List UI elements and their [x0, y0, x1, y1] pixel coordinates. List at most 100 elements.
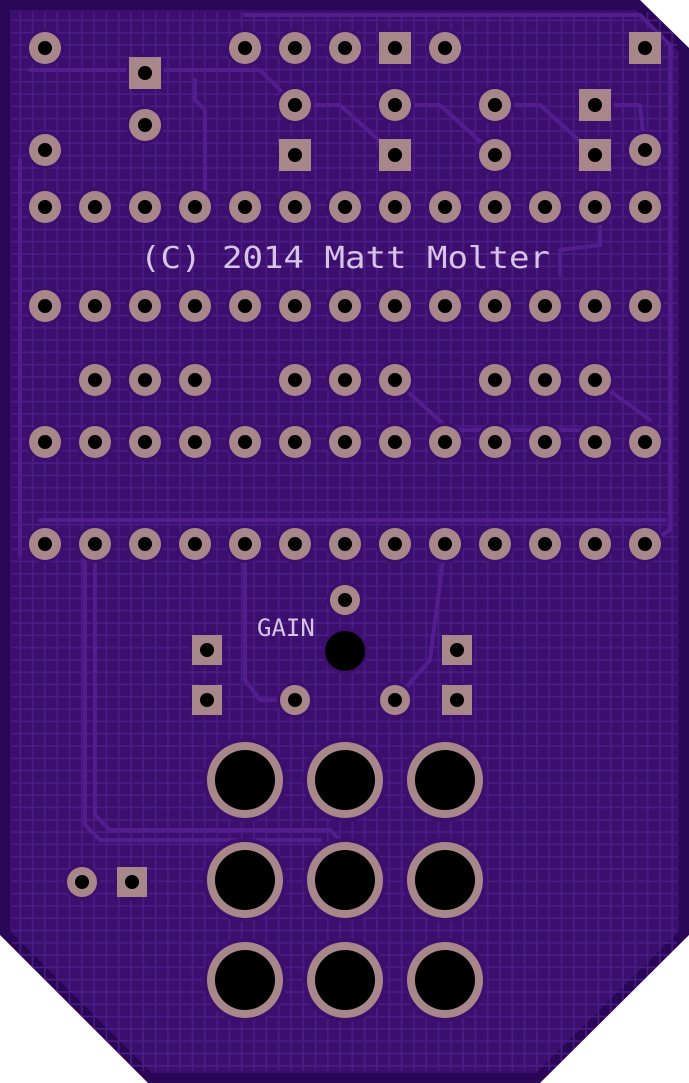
drill-hole	[138, 373, 152, 387]
drill-hole	[38, 299, 52, 313]
drill-hole	[388, 148, 402, 162]
trace	[558, 208, 602, 277]
drill-hole	[488, 537, 502, 551]
drill-hole	[438, 435, 452, 449]
jack-hole	[215, 750, 275, 810]
drill-hole	[638, 200, 652, 214]
drill-hole	[288, 41, 302, 55]
drill-hole	[588, 299, 602, 313]
drill-hole	[388, 693, 402, 707]
drill-hole	[188, 299, 202, 313]
jack-hole	[215, 950, 275, 1010]
pot-shaft-hole	[325, 631, 365, 671]
drill-hole	[200, 643, 214, 657]
drill-hole	[488, 373, 502, 387]
drill-hole	[588, 435, 602, 449]
trace	[28, 68, 292, 102]
drill-hole	[238, 537, 252, 551]
drill-hole	[638, 41, 652, 55]
drill-hole	[388, 200, 402, 214]
drill-hole	[38, 537, 52, 551]
drill-hole	[338, 299, 352, 313]
trace	[83, 543, 322, 842]
drill-hole	[38, 143, 52, 157]
drill-hole	[288, 98, 302, 112]
drill-hole	[188, 537, 202, 551]
drill-hole	[388, 435, 402, 449]
trace	[93, 543, 347, 847]
drill-hole	[638, 143, 652, 157]
drill-hole	[538, 373, 552, 387]
drill-hole	[338, 435, 352, 449]
drill-hole	[488, 299, 502, 313]
drill-hole	[638, 299, 652, 313]
drill-hole	[438, 200, 452, 214]
drill-hole	[338, 41, 352, 55]
drill-hole	[588, 98, 602, 112]
trace	[193, 78, 207, 207]
drill-hole	[538, 537, 552, 551]
jack-hole	[315, 750, 375, 810]
drill-hole	[288, 693, 302, 707]
drill-hole	[138, 435, 152, 449]
drill-hole	[288, 148, 302, 162]
drill-hole	[38, 200, 52, 214]
drill-hole	[450, 643, 464, 657]
drill-hole	[38, 41, 52, 55]
gain-label: GAIN	[257, 614, 315, 642]
drill-hole	[538, 200, 552, 214]
drill-hole	[488, 148, 502, 162]
drill-hole	[238, 299, 252, 313]
drill-hole	[75, 875, 89, 889]
drill-hole	[438, 41, 452, 55]
drill-hole	[288, 537, 302, 551]
drill-hole	[125, 875, 139, 889]
drill-hole	[238, 200, 252, 214]
drill-hole	[238, 41, 252, 55]
drill-hole	[38, 435, 52, 449]
drill-hole	[88, 537, 102, 551]
drill-hole	[588, 148, 602, 162]
drill-hole	[538, 299, 552, 313]
drill-hole	[188, 435, 202, 449]
drill-hole	[138, 537, 152, 551]
jack-hole	[415, 750, 475, 810]
drill-hole	[138, 299, 152, 313]
drill-hole	[88, 435, 102, 449]
drill-hole	[450, 693, 464, 707]
drill-hole	[88, 299, 102, 313]
drill-hole	[438, 537, 452, 551]
drill-hole	[388, 299, 402, 313]
drill-hole	[488, 98, 502, 112]
drill-hole	[638, 435, 652, 449]
drill-hole	[138, 200, 152, 214]
drill-hole	[588, 537, 602, 551]
jack-hole	[215, 850, 275, 910]
drill-hole	[188, 200, 202, 214]
drill-hole	[488, 435, 502, 449]
jack-hole	[415, 850, 475, 910]
drill-hole	[588, 373, 602, 387]
drill-hole	[238, 435, 252, 449]
drill-hole	[388, 98, 402, 112]
drill-hole	[288, 435, 302, 449]
jack-hole	[415, 950, 475, 1010]
drill-hole	[288, 373, 302, 387]
drill-hole	[638, 537, 652, 551]
drill-hole	[288, 200, 302, 214]
drill-hole	[488, 200, 502, 214]
drill-hole	[338, 593, 352, 607]
drill-hole	[388, 373, 402, 387]
copyright-text: (C) 2014 Matt Molter	[140, 241, 550, 276]
drill-hole	[538, 435, 552, 449]
drill-hole	[388, 537, 402, 551]
drill-hole	[588, 200, 602, 214]
drill-hole	[338, 537, 352, 551]
drill-hole	[388, 41, 402, 55]
jack-hole	[315, 950, 375, 1010]
drill-hole	[338, 373, 352, 387]
drill-hole	[438, 299, 452, 313]
components	[26, 29, 664, 1022]
drill-hole	[200, 693, 214, 707]
